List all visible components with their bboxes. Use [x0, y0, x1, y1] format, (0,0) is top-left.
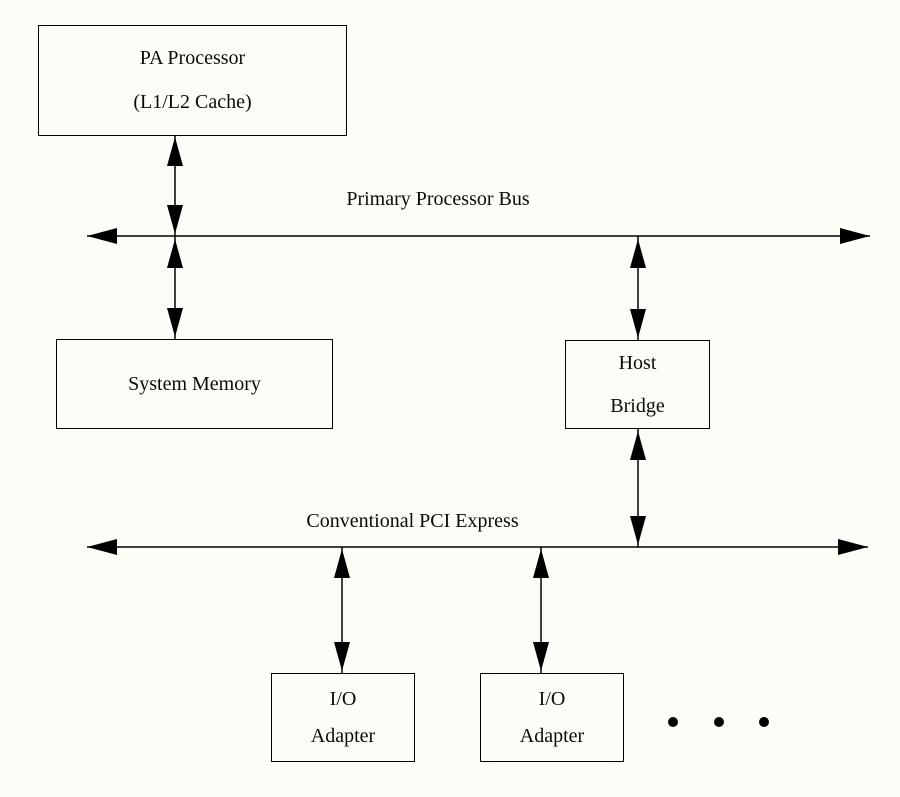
memory-link-up-arrowhead — [167, 239, 183, 268]
pci-express-bus-label: Conventional PCI Express — [306, 510, 519, 532]
pci-bus-right-arrowhead — [838, 539, 868, 555]
pa-processor-label-line1: PA Processor — [139, 47, 246, 69]
io-adapter-1-box: I/O Adapter — [271, 673, 415, 762]
arrowhead-group — [87, 137, 870, 671]
adapter2-link-down-arrowhead — [533, 642, 549, 671]
host-bridge-label-line2: Bridge — [610, 394, 665, 417]
adapter1-link-up-arrowhead — [334, 549, 350, 578]
primary-bus-left-arrowhead — [87, 228, 117, 244]
adapter1-link-down-arrowhead — [334, 642, 350, 671]
pci-bus-left-arrowhead — [87, 539, 117, 555]
ellipsis-dot — [668, 717, 678, 727]
pci-link-down-arrowhead — [630, 516, 646, 545]
memory-link-down-arrowhead — [167, 308, 183, 337]
io-adapter-2-label-line1: I/O — [538, 687, 566, 710]
io-adapter-2-box: I/O Adapter — [480, 673, 624, 762]
pa-processor-box: PA Processor (L1/L2 Cache) — [38, 25, 347, 136]
system-memory-label: System Memory — [128, 372, 261, 395]
ellipsis-icon — [668, 717, 769, 727]
host-bridge-label-line1: Host — [618, 351, 657, 374]
ellipsis-dot — [759, 717, 769, 727]
io-adapter-2-label-line2: Adapter — [519, 724, 585, 747]
ellipsis-dot — [714, 717, 724, 727]
primary-bus-label: Primary Processor Bus — [346, 188, 530, 210]
pa-processor-label-line2: (L1/L2 Cache) — [133, 91, 252, 113]
processor-link-up-arrowhead — [167, 137, 183, 166]
io-adapter-1-label-line1: I/O — [329, 687, 357, 710]
processor-link-down-arrowhead — [167, 205, 183, 234]
system-memory-box: System Memory — [56, 339, 333, 429]
hostbridge-link-down-arrowhead — [630, 309, 646, 338]
pci-link-up-arrowhead — [630, 431, 646, 460]
io-adapter-1-label-line2: Adapter — [310, 724, 376, 747]
hostbridge-link-up-arrowhead — [630, 239, 646, 268]
host-bridge-box: Host Bridge — [565, 340, 710, 429]
primary-bus-right-arrowhead — [840, 228, 870, 244]
adapter2-link-up-arrowhead — [533, 549, 549, 578]
